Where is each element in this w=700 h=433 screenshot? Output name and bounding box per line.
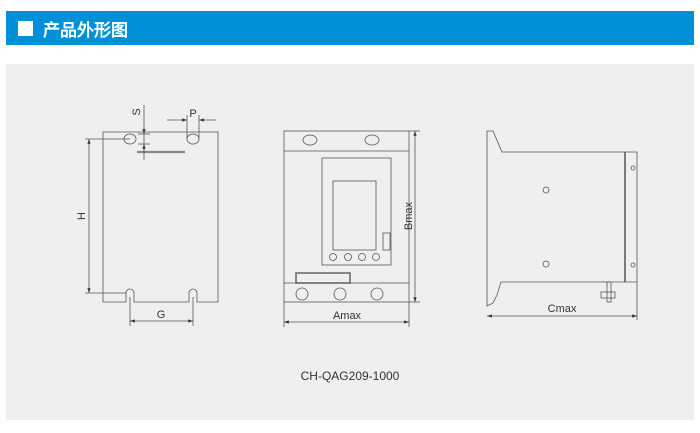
square-icon — [18, 20, 33, 36]
side-view — [486, 130, 638, 320]
label-bmax: Bmax — [403, 201, 415, 230]
label-amax: Amax — [333, 310, 362, 322]
label-g: G — [157, 309, 166, 321]
label-p: P — [189, 108, 196, 120]
label-cmax: Cmax — [548, 303, 577, 315]
section-title: 产品外形图 — [43, 20, 128, 41]
section-header: 产品外形图 — [6, 11, 694, 45]
label-s: S — [131, 108, 143, 115]
front-view — [283, 130, 420, 327]
back-view — [85, 105, 219, 326]
drawing-panel — [6, 64, 694, 420]
label-h: H — [76, 212, 88, 220]
model-number: CH-QAG209-1000 — [300, 369, 400, 383]
